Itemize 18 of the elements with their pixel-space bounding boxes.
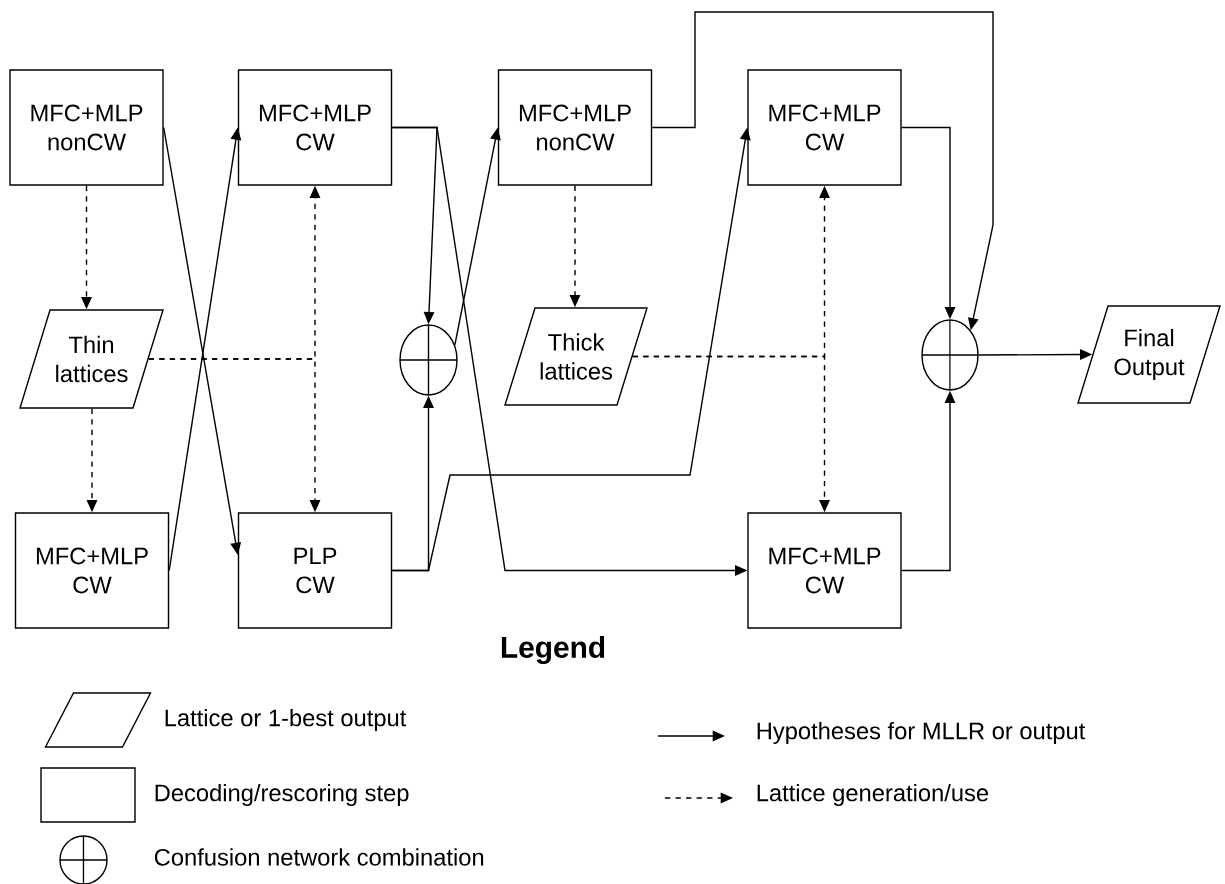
data-parallelogram: Thick lattices (504, 307, 648, 406)
legend-entry: Hypotheses for MLLR or output (657, 721, 1086, 745)
process-box: MFC+MLP CW (14, 512, 170, 629)
legend-title: Legend (501, 636, 605, 664)
combination-circle (921, 319, 979, 391)
combination-circle (399, 324, 458, 396)
legend-entry: Lattice or 1-best output (44, 692, 407, 748)
legend-entry: Confusion network combination (59, 835, 484, 884)
process-box: PLP CW (237, 512, 393, 629)
process-box: MFC+MLP CW (747, 69, 902, 186)
data-parallelogram: Final Output (1077, 305, 1221, 404)
process-box: MFC+MLP CW (747, 512, 902, 629)
process-box: MFC+MLP nonCW (497, 69, 653, 186)
process-box: MFC+MLP CW (237, 69, 393, 186)
legend-entry: Lattice generation/use (664, 783, 989, 807)
legend-entry: Decoding/rescoring step (40, 767, 409, 823)
process-box: MFC+MLP nonCW (9, 69, 164, 186)
data-parallelogram: Thin lattices (19, 309, 164, 409)
